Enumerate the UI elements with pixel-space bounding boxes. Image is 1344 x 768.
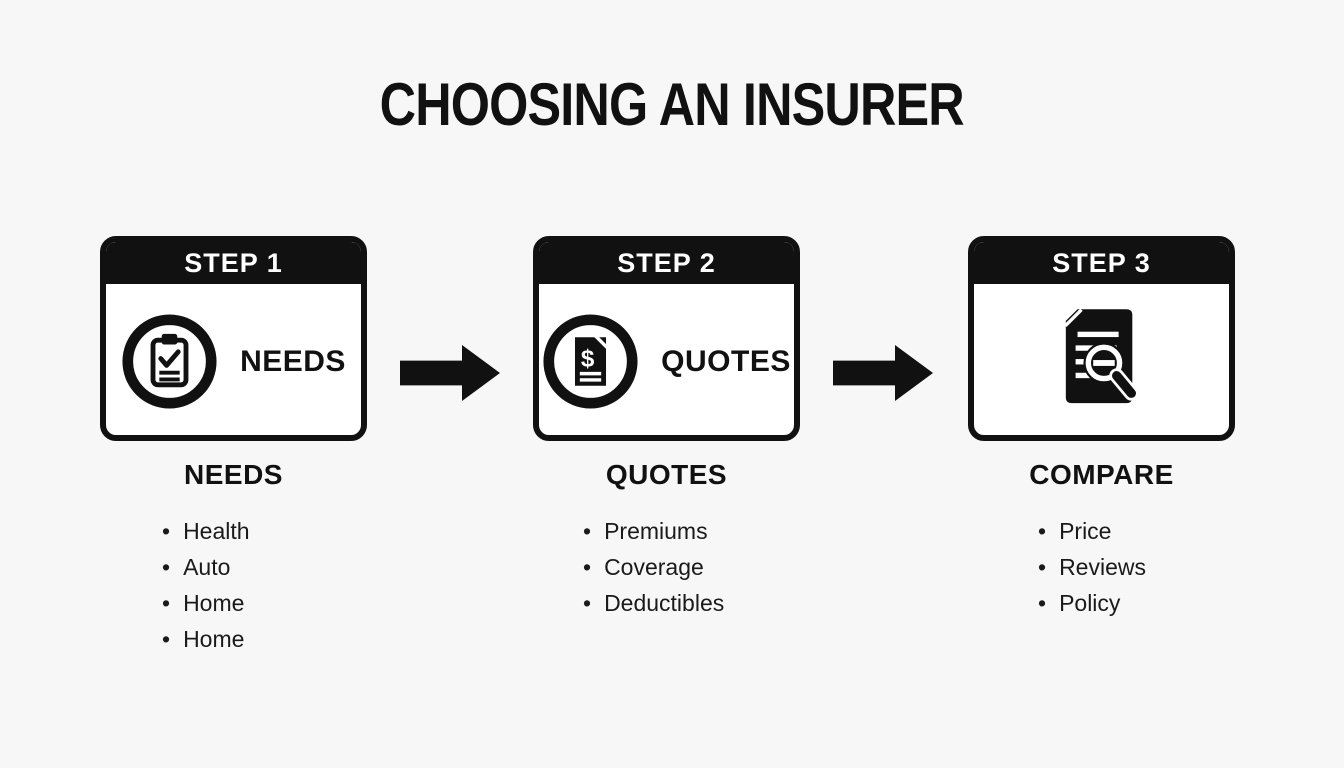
- step-3-body: [974, 288, 1229, 435]
- list-item: Health: [162, 513, 367, 549]
- list-item: Home: [162, 621, 367, 657]
- list-item: Home: [162, 585, 367, 621]
- step-3-card: STEP 3: [968, 236, 1235, 441]
- list-item: Premiums: [583, 513, 800, 549]
- list-item: Price: [1038, 513, 1235, 549]
- list-item: Deductibles: [583, 585, 800, 621]
- step-2-card-label: QUOTES: [661, 344, 791, 378]
- page-title-wrap: CHOOSING AN INSURER: [0, 70, 1344, 139]
- document-search-icon: [1058, 307, 1146, 417]
- step-2-header-label: STEP 2: [617, 247, 716, 278]
- step-1-card-label: NEEDS: [240, 344, 346, 378]
- list-item: Policy: [1038, 585, 1235, 621]
- list-item: Coverage: [583, 549, 800, 585]
- step-2-body: $ QUOTES: [539, 288, 794, 435]
- page-title: CHOOSING AN INSURER: [379, 71, 965, 138]
- arrow-right-icon: [400, 345, 500, 401]
- step-3-header: STEP 3: [974, 242, 1229, 288]
- step-2-list: Premiums Coverage Deductibles: [533, 513, 800, 621]
- step-3-list: Price Reviews Policy: [968, 513, 1235, 621]
- dollar-document-icon: $: [542, 313, 639, 410]
- step-1-header-label: STEP 1: [184, 247, 283, 278]
- list-item: Auto: [162, 549, 367, 585]
- step-1-details: NEEDS Health Auto Home Home: [100, 459, 367, 657]
- list-item: Reviews: [1038, 549, 1235, 585]
- step-3-details: COMPARE Price Reviews Policy: [968, 459, 1235, 621]
- step-1-body: NEEDS: [106, 288, 361, 435]
- clipboard-check-icon: [121, 313, 218, 410]
- arrow-right-icon: [833, 345, 933, 401]
- step-3-header-label: STEP 3: [1052, 247, 1151, 278]
- step-2-header: STEP 2: [539, 242, 794, 288]
- step-1-header: STEP 1: [106, 242, 361, 288]
- step-2-details: QUOTES Premiums Coverage Deductibles: [533, 459, 800, 621]
- step-2-list-title: QUOTES: [605, 459, 728, 490]
- step-2-card: STEP 2 $ QUOTES: [533, 236, 800, 441]
- step-1-card: STEP 1 NEEDS: [100, 236, 367, 441]
- step-1-list: Health Auto Home Home: [100, 513, 367, 657]
- step-3-list-title: COMPARE: [1029, 459, 1174, 490]
- svg-text:$: $: [581, 345, 595, 372]
- step-1-list-title: NEEDS: [184, 459, 283, 490]
